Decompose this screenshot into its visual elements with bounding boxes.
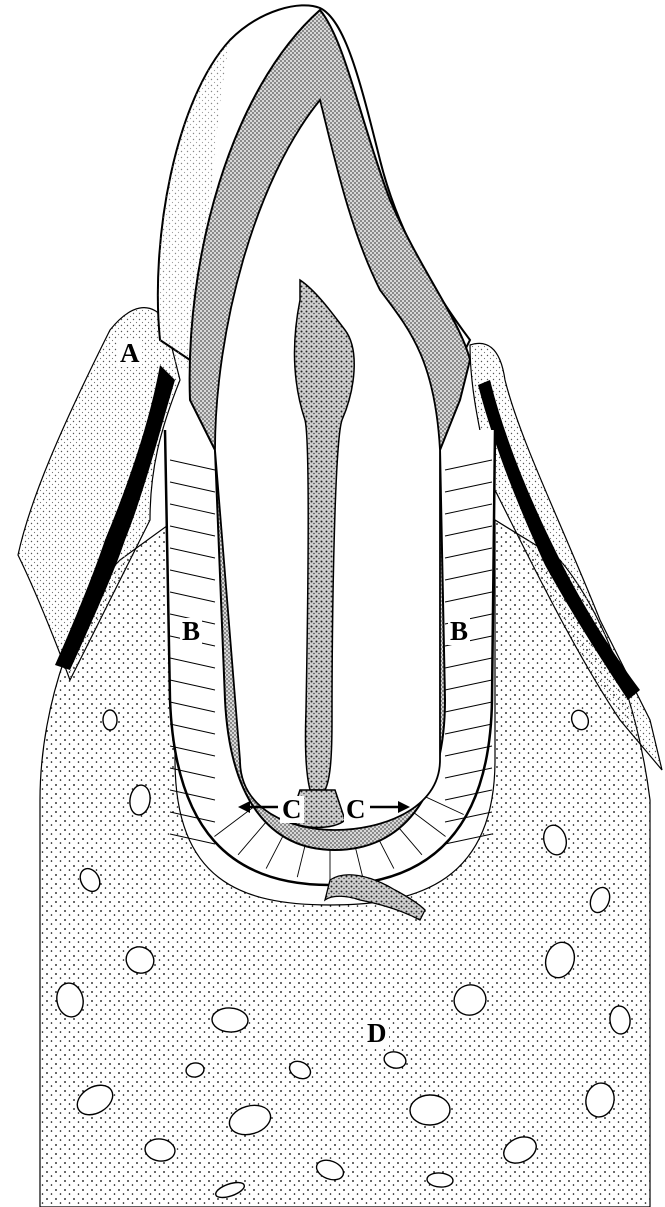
label-c-right: C xyxy=(344,796,368,823)
label-d: D xyxy=(365,1020,389,1047)
bone-cavity xyxy=(409,1094,450,1125)
bone-cavity xyxy=(103,710,117,730)
label-b-left: B xyxy=(180,618,202,645)
label-a: A xyxy=(118,340,142,367)
label-b-right: B xyxy=(448,618,470,645)
label-c-left: C xyxy=(280,796,304,823)
